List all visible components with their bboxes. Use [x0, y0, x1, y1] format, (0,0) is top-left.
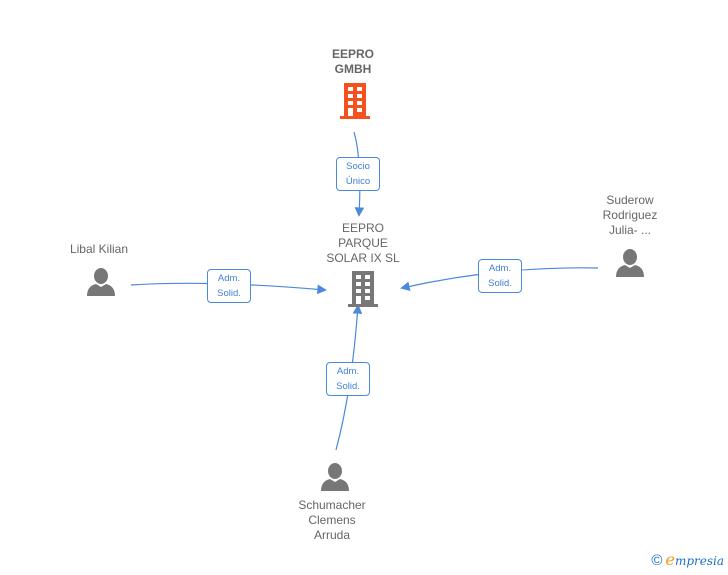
edge-label-line1: Adm.: [336, 366, 360, 377]
edge-label-adm-solid-left[interactable]: Adm. Solid.: [207, 269, 251, 303]
main-company-name-line1: EEPRO: [341, 221, 384, 235]
edge-label-line2: Solid.: [217, 288, 241, 299]
person-icon[interactable]: [320, 462, 350, 492]
main-company-label[interactable]: EEPRO PARQUE SOLAR IX SL: [318, 221, 408, 266]
person-left-name: Libal Kilian: [69, 242, 129, 256]
main-company-name-line2: PARQUE: [338, 236, 388, 250]
person-bottom-label[interactable]: Schumacher Clemens Arruda: [287, 498, 377, 543]
person-right-label[interactable]: Suderow Rodriguez Julia- ...: [585, 193, 675, 238]
person-icon[interactable]: [615, 248, 645, 278]
edge-label-line2: Solid.: [336, 381, 360, 392]
edge-label-adm-solid-bottom[interactable]: Adm. Solid.: [326, 362, 370, 396]
brand-logo-text: mpresia: [674, 554, 724, 568]
edge-label-adm-solid-right[interactable]: Adm. Solid.: [478, 259, 522, 293]
edge-label-line2: Solid.: [488, 278, 512, 289]
copyright-icon: ©: [651, 552, 663, 569]
person-bottom-name-line1: Schumacher: [298, 498, 366, 512]
parent-company-label[interactable]: EEPRO GMBH: [323, 47, 383, 77]
brand-footer: ©empresia: [651, 550, 724, 569]
edge-label-socio-unico[interactable]: Socio Único: [336, 157, 380, 191]
parent-company-name-line2: GMBH: [334, 62, 372, 76]
edge-label-line2: Único: [345, 176, 371, 187]
edge-label-line1: Adm.: [488, 263, 512, 274]
person-bottom-name-line2: Clemens: [308, 513, 356, 527]
person-icon[interactable]: [86, 267, 116, 297]
building-icon[interactable]: [348, 271, 378, 307]
person-right-name-line1: Suderow: [606, 193, 654, 207]
person-bottom-name-line3: Arruda: [313, 528, 351, 542]
brand-logo-initial: e: [665, 550, 675, 569]
edge-label-line1: Socio: [346, 161, 370, 172]
person-right-name-line3: Julia- ...: [608, 223, 651, 237]
main-company-name-line3: SOLAR IX SL: [326, 251, 400, 265]
person-left-label[interactable]: Libal Kilian: [54, 242, 144, 257]
building-icon[interactable]: [340, 83, 370, 119]
edge-label-line1: Adm.: [217, 273, 241, 284]
person-right-name-line2: Rodriguez: [602, 208, 658, 222]
parent-company-name-line1: EEPRO: [331, 47, 374, 61]
